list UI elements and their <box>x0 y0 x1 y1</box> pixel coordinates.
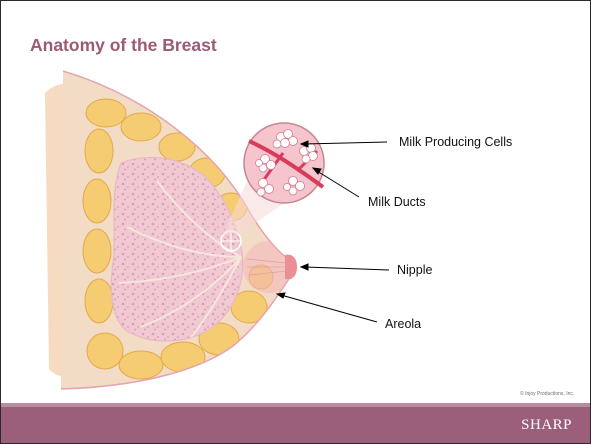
breast-body <box>61 61 301 401</box>
copyright-credit: © Injoy Productions, Inc. <box>520 391 574 397</box>
label-milk-producing-cells: Milk Producing Cells <box>399 135 512 149</box>
footer-divider <box>1 403 590 407</box>
sharp-logo: SHARP <box>521 417 572 434</box>
label-nipple: Nipple <box>397 263 432 277</box>
magnified-view <box>244 123 324 203</box>
nipple <box>285 255 297 280</box>
label-milk-ducts: Milk Ducts <box>368 195 426 209</box>
breast-anatomy-illustration <box>1 1 590 403</box>
label-areola: Areola <box>385 317 421 331</box>
footer-bar: SHARP <box>1 403 590 443</box>
